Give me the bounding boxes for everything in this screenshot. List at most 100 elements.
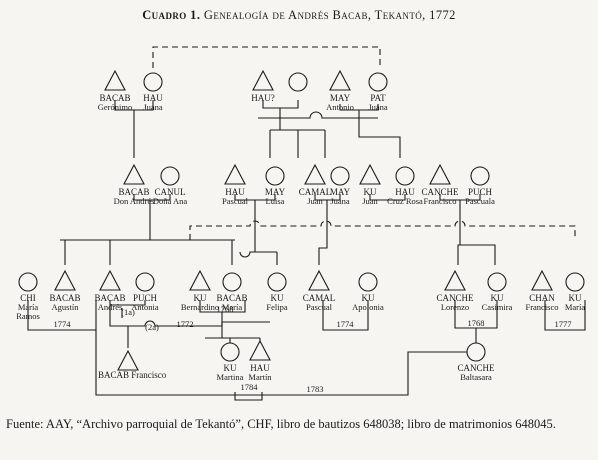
- person-surname: CHAN: [529, 293, 555, 303]
- person-surname: BACAB: [118, 187, 149, 197]
- marriage-order-mark: (1a): [121, 307, 135, 317]
- person-label: BACAB Francisco: [98, 370, 167, 380]
- title-number: Cuadro 1.: [142, 8, 201, 22]
- person-surname: HAU: [250, 363, 270, 373]
- diagram-title: Cuadro 1. Genealogía de Andrés Bacab, Te…: [0, 8, 598, 23]
- female-circle-icon: [565, 272, 585, 292]
- male-triangle-icon: [308, 269, 330, 291]
- female-circle-icon: [265, 166, 285, 186]
- female-circle-icon: [135, 272, 155, 292]
- person-surname: CANCHE: [421, 187, 459, 197]
- person-given-name: María: [18, 302, 39, 312]
- person-surname: CAMAL: [303, 293, 336, 303]
- male-triangle-icon: [99, 269, 121, 291]
- person-29: BACAB Francisco: [98, 349, 167, 380]
- person-surname: KU: [271, 293, 284, 303]
- person-surname: KU: [364, 187, 377, 197]
- male-triangle-icon: [329, 69, 351, 91]
- person-surname: BACAB: [216, 293, 247, 303]
- person-surname: PUCH: [133, 293, 158, 303]
- person-given-name: Francisco: [423, 196, 456, 206]
- marriage-year: 1768: [468, 318, 485, 328]
- person-surname: KU: [224, 363, 237, 373]
- person-given-name: María: [565, 302, 586, 312]
- marriage-year: 1774: [337, 319, 355, 329]
- marriage-year: 1777: [555, 319, 572, 329]
- person-given-name: Martín: [248, 372, 272, 382]
- female-circle-icon: [143, 72, 163, 92]
- source-caption: Fuente: AAY, “Archivo parroquial de Teka…: [6, 417, 556, 431]
- male-triangle-icon: [189, 269, 211, 291]
- person-given-name: María: [222, 302, 243, 312]
- marriage-year: 1783: [307, 384, 324, 394]
- male-triangle-icon: [54, 269, 76, 291]
- person-given-name: Luisa: [266, 196, 285, 206]
- person-given-name: Don Andrés: [114, 196, 155, 206]
- female-circle-icon: [288, 72, 308, 92]
- person-given-name: Pascual: [222, 196, 249, 206]
- person-surname: BACAB: [99, 93, 130, 103]
- female-circle-icon: [368, 72, 388, 92]
- female-circle-icon: [330, 166, 350, 186]
- person-given-name: Juan: [307, 196, 323, 206]
- marriage-year: 1774: [54, 319, 72, 329]
- male-triangle-icon: [359, 163, 381, 185]
- person-given-name: Antonia: [131, 302, 159, 312]
- person-surname: KU: [491, 293, 504, 303]
- person-given-name: Doña Ana: [153, 196, 187, 206]
- person-2: HAU?: [251, 69, 275, 103]
- person-surname: CANCHE: [436, 293, 474, 303]
- person-given-name: Juan: [362, 196, 378, 206]
- person-surname: KU: [194, 293, 207, 303]
- marriage-year: 1768: [217, 304, 234, 314]
- female-circle-icon: [470, 166, 490, 186]
- person-given-name: Baltasara: [460, 372, 492, 382]
- person-surname: KU: [362, 293, 375, 303]
- male-triangle-icon: [224, 163, 246, 185]
- female-circle-icon: [220, 342, 240, 362]
- person-surname: MAY: [330, 93, 351, 103]
- person-surname: MAY: [330, 187, 351, 197]
- title-text: Genealogía de Andrés Bacab, Tekantó, 177…: [203, 8, 456, 22]
- person-given-name: Apolonia: [352, 302, 384, 312]
- person-surname: CANUL: [155, 187, 186, 197]
- female-circle-icon: [487, 272, 507, 292]
- person-given-name: Francisco: [525, 302, 558, 312]
- person-surname: HAU: [395, 187, 415, 197]
- male-triangle-icon: [123, 163, 145, 185]
- female-circle-icon: [267, 272, 287, 292]
- genealogy-diagram: BACABGerónimoHAUJuanaHAU?MAYAntonioPATJu…: [16, 46, 586, 401]
- male-triangle-icon: [249, 339, 271, 361]
- person-given-name: Pascuala: [465, 196, 495, 206]
- male-triangle-icon: [444, 269, 466, 291]
- person-surname: CANCHE: [457, 363, 495, 373]
- female-circle-icon: [395, 166, 415, 186]
- person-surname: CHI: [20, 293, 36, 303]
- person-surname: HAU?: [251, 93, 275, 103]
- person-given-name: Agustín: [52, 302, 80, 312]
- person-given-name: Bernardino: [181, 302, 219, 312]
- female-circle-icon: [160, 166, 180, 186]
- person-surname: PAT: [370, 93, 386, 103]
- female-circle-icon: [358, 272, 378, 292]
